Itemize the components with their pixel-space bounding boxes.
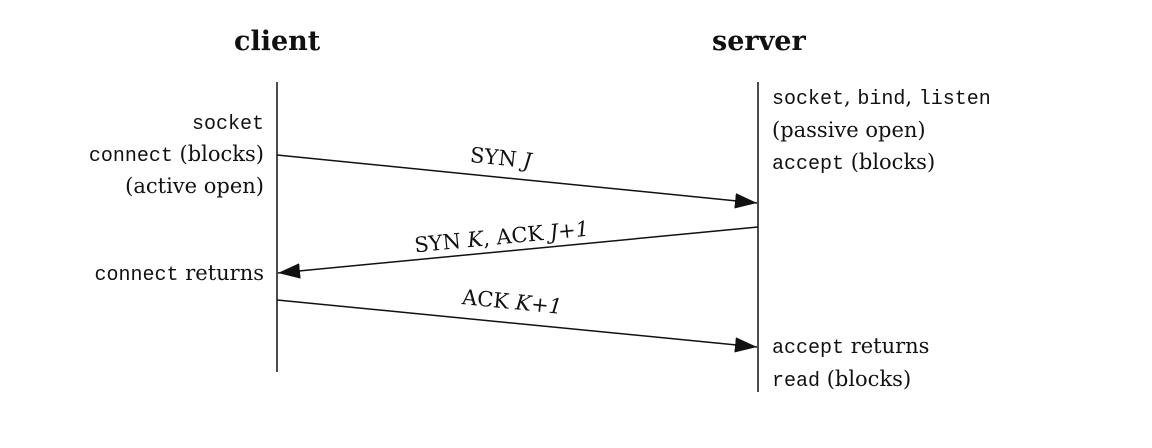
- server-socket-fn: socket: [772, 88, 845, 111]
- ack-arrow: [276, 299, 758, 353]
- client-header: client: [234, 26, 321, 57]
- accept-returns-note: returns: [844, 334, 930, 358]
- syn-arrow: [276, 154, 758, 209]
- server-listen-fn: listen: [918, 88, 991, 111]
- syn-prefix: SYN: [468, 142, 525, 173]
- connect-blocks-note: (blocks): [172, 142, 264, 166]
- client-socket-call: socket: [192, 110, 264, 137]
- ack-ack: K+1: [514, 290, 564, 319]
- synack-arrow: [277, 226, 759, 279]
- server-accept-fn: accept: [772, 153, 845, 176]
- comma-separator: ,: [905, 85, 919, 109]
- client-connect-returns: connect returns: [95, 261, 264, 288]
- ack-prefix: ACK: [461, 285, 517, 315]
- accept-returns-fn: accept: [772, 337, 845, 360]
- server-read-fn: read: [772, 370, 821, 393]
- client-connect-call: connect (blocks): [89, 142, 264, 169]
- client-active-open: (active open): [125, 174, 264, 198]
- server-bind-fn: bind: [857, 88, 906, 111]
- synack-prefix: SYN: [413, 228, 469, 258]
- connect-returns-fn: connect: [94, 264, 179, 287]
- server-accept-call: accept (blocks): [772, 150, 935, 177]
- server-read-call: read (blocks): [772, 367, 911, 394]
- comma-separator: ,: [844, 85, 858, 109]
- accept-blocks-note: (blocks): [844, 150, 936, 174]
- server-setup-calls: socket, bind, listen: [772, 85, 991, 112]
- server-passive-open: (passive open): [772, 118, 926, 142]
- connect-returns-note: returns: [178, 261, 264, 285]
- server-accept-returns: accept returns: [772, 334, 929, 361]
- server-header: server: [712, 26, 806, 57]
- socket-fn: socket: [191, 113, 264, 136]
- synack-ack: J+1: [548, 216, 591, 245]
- read-blocks-note: (blocks): [820, 367, 912, 391]
- connect-fn: connect: [88, 145, 173, 168]
